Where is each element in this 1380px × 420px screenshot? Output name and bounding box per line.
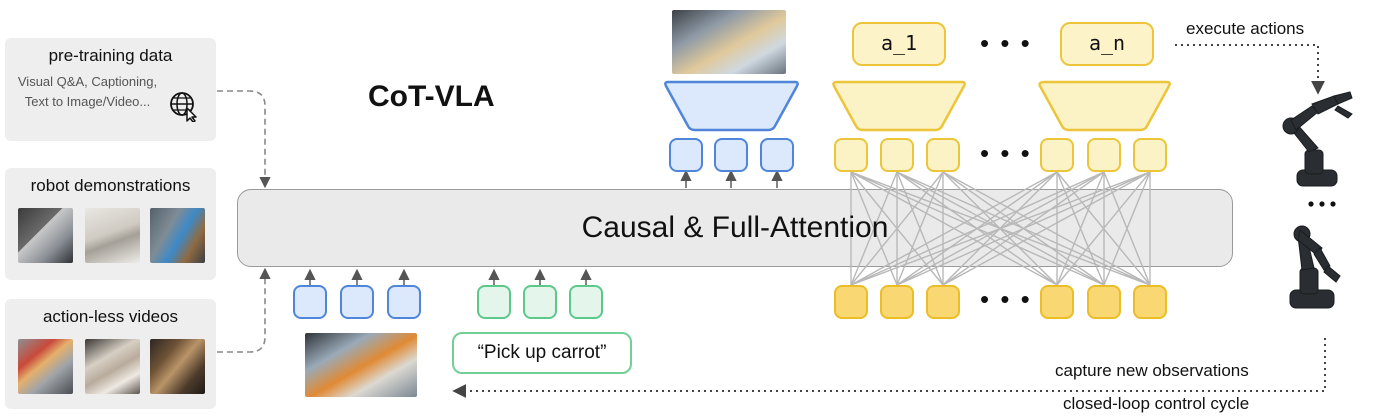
action-output-token: [834, 138, 868, 172]
attention-edge: [1103, 171, 1151, 286]
robot-demo-thumbnail-1: [18, 208, 73, 263]
execute-actions-line: [1175, 44, 1325, 95]
video-thumbnail-1: [18, 339, 73, 394]
robot-demo-thumbnail-3: [150, 208, 205, 263]
robot-arm-icon-bottom: [1289, 225, 1341, 309]
pretraining-data-panel: pre-training data Visual Q&A, Captioning…: [5, 38, 216, 141]
action-output-token: [1133, 138, 1167, 172]
execute-actions-label: execute actions: [1186, 19, 1305, 38]
attention-edge: [896, 171, 1151, 286]
videos-feed-line: [217, 267, 271, 353]
action-label-first: a_1: [852, 22, 946, 66]
subgoal-image-token: [669, 138, 703, 172]
action-input-token: [1040, 285, 1074, 319]
full-attention-mesh: [850, 171, 1151, 286]
action-less-videos-title: action-less videos: [42, 307, 179, 326]
action-output-token: [926, 138, 960, 172]
attention-edge: [850, 171, 898, 286]
action-ellipsis-top: • • •: [980, 28, 1032, 58]
action-ellipsis-bottom: • • •: [980, 284, 1032, 314]
attention-edge: [896, 171, 944, 286]
robot-demonstrations-panel: robot demonstrations: [5, 168, 216, 280]
attention-edge: [942, 171, 1151, 286]
pretraining-data-title: pre-training data: [48, 46, 173, 65]
image-token: [293, 285, 327, 319]
attention-edge: [850, 171, 1105, 286]
action-input-token: [880, 285, 914, 319]
video-thumbnail-3: [150, 339, 205, 394]
attention-edge: [1056, 171, 1105, 286]
subgoal-image-token: [714, 138, 748, 172]
robot-arm-icon-top: [1282, 91, 1353, 187]
attention-edge: [850, 171, 944, 286]
action-decoder-trapezoid-n: [1038, 80, 1171, 132]
video-thumbnail-2: [85, 339, 140, 394]
action-output-token: [880, 138, 914, 172]
language-instruction-box: “Pick up carrot”: [452, 332, 632, 374]
action-decoder-trapezoid-1: [832, 80, 966, 132]
text-token: [523, 285, 557, 319]
action-input-token: [834, 285, 868, 319]
robot-ellipsis: [1308, 201, 1336, 207]
attention-edge: [850, 171, 1058, 286]
closed-loop-cycle-label: closed-loop control cycle: [1063, 394, 1250, 413]
pretraining-data-description: Visual Q&A, Captioning, Text to Image/Vi…: [17, 74, 158, 109]
attention-edge: [850, 171, 1151, 286]
subgoal-image: [672, 10, 786, 74]
image-decoder-trapezoid: [664, 80, 799, 132]
attention-block-label: Causal & Full-Attention: [581, 211, 889, 244]
action-output-token: [1040, 138, 1074, 172]
text-token: [569, 285, 603, 319]
text-token: [477, 285, 511, 319]
diagram-title: CoT-VLA: [368, 80, 495, 113]
action-label-last: a_n: [1060, 22, 1154, 66]
image-token: [387, 285, 421, 319]
action-input-token: [1133, 285, 1167, 319]
image-token: [340, 285, 374, 319]
robot-demo-thumbnail-2: [85, 208, 140, 263]
current-observation-image: [305, 333, 417, 397]
subgoal-image-token: [760, 138, 794, 172]
action-ellipsis-mid: • • •: [980, 138, 1032, 168]
action-input-token: [1087, 285, 1121, 319]
robot-demonstrations-title: robot demonstrations: [30, 176, 191, 195]
action-less-videos-panel: action-less videos: [5, 299, 216, 409]
capture-observations-label: capture new observations: [1055, 361, 1249, 380]
action-input-token: [926, 285, 960, 319]
action-output-token: [1087, 138, 1121, 172]
attention-edge: [1056, 171, 1151, 286]
pretraining-feed-line: [217, 90, 271, 189]
globe-cursor-icon: [170, 92, 197, 122]
